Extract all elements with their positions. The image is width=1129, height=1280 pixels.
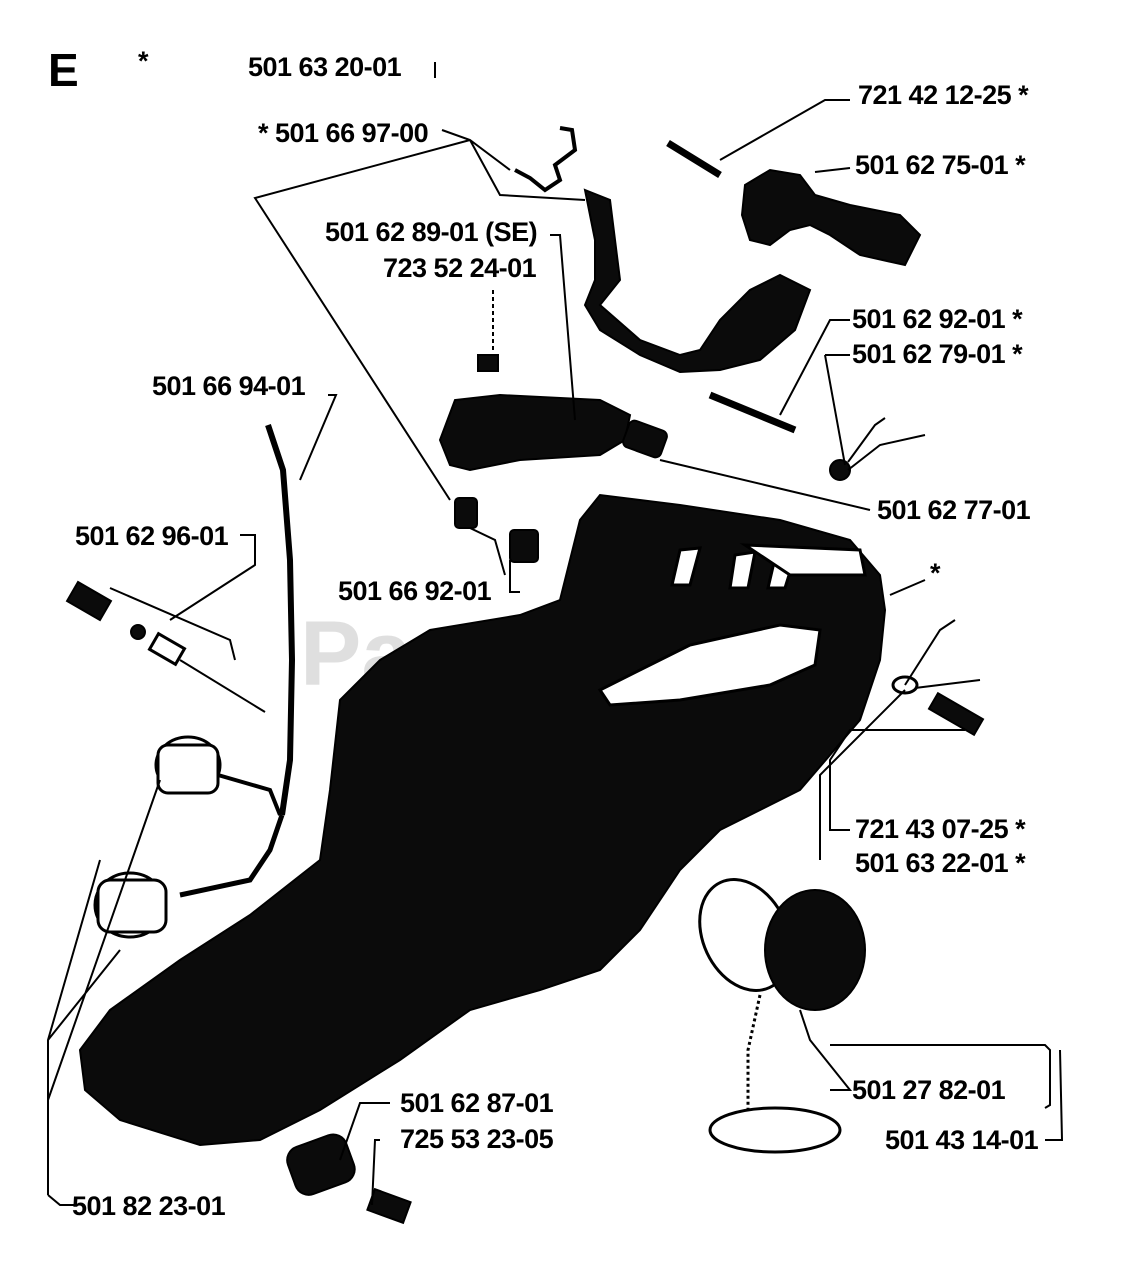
vent-valve — [65, 580, 113, 622]
spring-wire — [847, 417, 926, 471]
label-721-42-12-25: 721 42 12-25 * — [858, 80, 1029, 110]
label-501-62-89-01-se: 501 62 89-01 (SE) — [325, 217, 537, 247]
label-501-82-23-01: 501 82 23-01 — [72, 1191, 226, 1221]
leader-line — [889, 579, 926, 596]
label-501-62-75-01: 501 62 75-01 * — [855, 150, 1026, 180]
mount-nut — [286, 1133, 356, 1196]
handle-slot — [728, 550, 757, 590]
label-501-27-82-01: 501 27 82-01 — [852, 1075, 1006, 1105]
throttle-trigger — [583, 188, 812, 374]
leader-line — [799, 1009, 1051, 1109]
screw — [477, 354, 499, 372]
leader-line — [779, 319, 850, 466]
label-501-62-96-01: 501 62 96-01 — [75, 521, 229, 551]
leader-line — [550, 234, 576, 421]
label-501-62-77-01: 501 62 77-01 — [877, 495, 1031, 525]
vent-stem — [179, 659, 266, 713]
label-501-62-92-01: 501 62 92-01 * — [852, 304, 1023, 334]
leader-line — [814, 167, 851, 173]
cap-chain — [746, 994, 762, 1110]
leader-line — [659, 459, 871, 511]
section-letter: E — [48, 44, 79, 96]
leader-line — [253, 129, 586, 501]
leader-line — [339, 1102, 390, 1206]
label-501-66-94-01: 501 66 94-01 — [152, 371, 306, 401]
bushing — [622, 419, 668, 459]
wire-link — [514, 126, 578, 193]
label-501-43-14-01: 501 43 14-01 — [885, 1125, 1039, 1155]
vent-oring — [130, 624, 146, 640]
throttle-pin — [708, 391, 797, 434]
pin-right — [927, 691, 985, 737]
fuel-cap — [764, 889, 866, 1011]
cap-chain-ring — [708, 1106, 842, 1154]
handle-slot — [670, 546, 703, 587]
label-501-63-22-01: 501 63 22-01 * — [855, 848, 1026, 878]
throttle-lock-lever — [740, 168, 922, 267]
label-501-66-92-01: 501 66 92-01 — [338, 576, 492, 606]
label-725-53-23-05: 725 53 23-05 — [400, 1124, 554, 1154]
stop-switch-cover — [438, 393, 632, 472]
handle-opening — [597, 623, 822, 707]
spring — [829, 459, 851, 481]
filter-line — [217, 773, 282, 816]
leader-line — [719, 99, 850, 161]
label-723-52-24-01: 723 52 24-01 — [383, 253, 537, 283]
pickup-line — [179, 814, 285, 898]
vent-nipple — [147, 631, 187, 667]
switch-contact — [509, 529, 539, 563]
leader-line — [1045, 1049, 1064, 1141]
switch-wire — [469, 527, 506, 576]
leader-line — [299, 394, 338, 481]
label-star: * — [930, 558, 941, 588]
label-501-62-79-01: 501 62 79-01 * — [852, 339, 1023, 369]
fuel-filter-2-body — [96, 878, 168, 934]
leader-line — [509, 560, 520, 593]
label-501-66-97-00: * 501 66 97-00 — [258, 118, 428, 148]
fuel-filter-body — [156, 743, 220, 795]
leader-line — [819, 689, 965, 860]
label-top-star: * — [138, 46, 149, 76]
spring-right — [904, 619, 981, 689]
label-501-62-87-01: 501 62 87-01 — [400, 1088, 554, 1118]
fuel-hose — [265, 424, 296, 816]
leader-line — [47, 779, 161, 1206]
pin — [666, 140, 722, 178]
switch-contact — [454, 497, 478, 529]
label-501-63-20-01: 501 63 20-01 — [248, 52, 402, 82]
leader-line — [109, 534, 256, 661]
mount-screw — [366, 1187, 412, 1225]
label-721-43-07-25: 721 43 07-25 * — [855, 814, 1026, 844]
handle-opening — [739, 543, 867, 577]
